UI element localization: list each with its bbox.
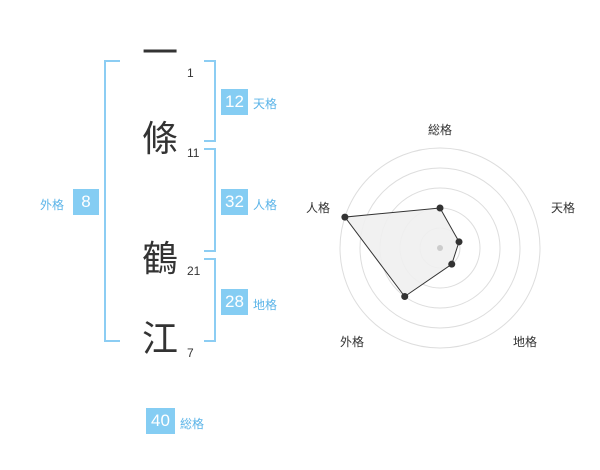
chikaku-bracket [204,258,216,342]
tenkaku-value: 12 [221,89,248,115]
jinkaku-bracket [204,148,216,252]
soukaku-label: 総格 [180,417,205,431]
radar-label-soukaku: 総格 [428,122,452,137]
radar-center-dot [437,245,443,251]
jinkaku-label: 人格 [253,198,278,212]
chikaku-label: 地格 [253,298,278,312]
stroke-count-4: 7 [187,346,194,360]
radar-ring [359,167,521,329]
radar-polygon [343,207,460,298]
radar-points [341,204,463,301]
radar-label-gaikaku: 外格 [340,334,364,349]
name-char-1: 一 [141,33,178,74]
gaikaku-bracket [104,60,120,342]
radar-label-jinkaku: 人格 [306,200,330,215]
stroke-count-2: 11 [187,146,200,160]
soukaku-value: 40 [146,408,175,434]
radar-point [448,260,456,268]
chikaku-value: 28 [221,289,248,315]
radar-point [401,293,409,301]
tenkaku-bracket [204,60,216,142]
radar-point [455,238,463,246]
stroke-count-3: 21 [187,264,201,278]
stroke-count-1: 1 [187,66,194,80]
jinkaku-value: 32 [221,189,248,215]
tenkaku-label: 天格 [253,97,278,111]
name-char-3: 鶴 [141,239,178,280]
name-char-4: 江 [141,319,178,360]
name-char-2: 條 [141,119,178,160]
gaikaku-value: 8 [73,189,99,215]
radar-point [436,204,444,212]
gaikaku-label: 外格 [40,198,65,212]
radar-label-chikaku: 地格 [513,334,537,349]
radar-point [341,213,349,221]
radar-label-tenkaku: 天格 [551,200,575,215]
radar-ring [339,147,541,349]
